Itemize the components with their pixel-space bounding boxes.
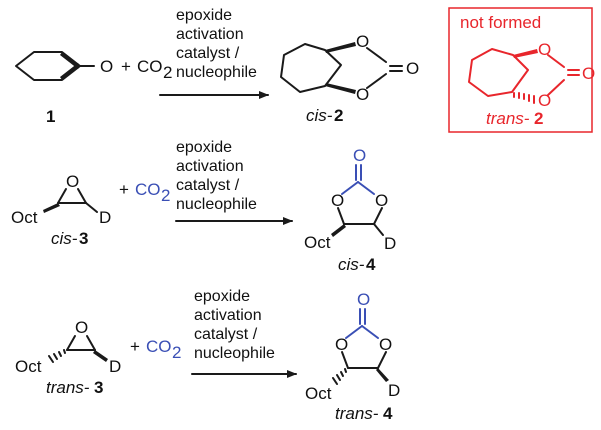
- co2-subscript: 2: [161, 186, 170, 205]
- carbonyl-oxygen: O: [353, 146, 366, 165]
- ring-oxygen-left: O: [335, 335, 348, 354]
- conditions-row1: epoxide activation catalyst / nucleophil…: [176, 7, 257, 81]
- condition-epoxide: epoxide: [176, 7, 232, 24]
- compound-1-label: 1: [46, 107, 55, 126]
- ring-oxygen-right: O: [375, 191, 388, 210]
- trans-3-structure: O Oct D: [15, 318, 121, 376]
- conditions-row2: epoxide activation catalyst / nucleophil…: [176, 139, 257, 213]
- svg-text:cis-: cis-: [306, 106, 333, 125]
- svg-text:2: 2: [334, 106, 343, 125]
- condition-catalyst: catalyst /: [176, 45, 240, 62]
- trans-4-label: trans- 4: [335, 404, 393, 423]
- svg-text:trans-: trans-: [335, 404, 379, 423]
- svg-text:catalyst /: catalyst /: [176, 177, 240, 194]
- svg-text:activation: activation: [176, 158, 244, 175]
- ring-oxygen-top: O: [538, 40, 551, 59]
- wedge-bond: [331, 224, 346, 237]
- cis-4-label: cis- 4: [338, 255, 376, 274]
- svg-text:3: 3: [79, 229, 88, 248]
- svg-text:3: 3: [94, 378, 103, 397]
- deuterium-label: D: [109, 357, 121, 376]
- trans-4-structure: O O O Oct D: [305, 290, 400, 403]
- co2-text: CO: [146, 337, 172, 356]
- wedge-bond: [376, 368, 389, 382]
- ring-oxygen-left: O: [331, 191, 344, 210]
- octyl-label: Oct: [11, 208, 38, 227]
- plus-sign: +: [121, 57, 131, 76]
- svg-text:trans-: trans-: [46, 378, 90, 397]
- cis-2-structure: O O O: [280, 32, 419, 104]
- co2-subscript: 2: [172, 343, 181, 362]
- svg-text:catalyst /: catalyst /: [194, 326, 258, 343]
- epoxide-oxygen-label: O: [100, 57, 113, 76]
- wedge-bond: [325, 83, 356, 94]
- co2-subscript: 2: [163, 63, 172, 82]
- carbonyl-oxygen: O: [582, 64, 595, 83]
- octyl-label: Oct: [305, 384, 332, 403]
- svg-text:2: 2: [534, 109, 543, 128]
- epoxide-oxygen-label: O: [75, 318, 88, 337]
- cis-3-structure: O Oct D: [11, 172, 111, 227]
- deuterium-label: D: [388, 381, 400, 400]
- condition-activation: activation: [176, 26, 244, 43]
- carbonyl-oxygen: O: [406, 59, 419, 78]
- cis-4-structure: O O O Oct D: [304, 146, 396, 253]
- co2-reagent-row2: + CO 2: [119, 180, 170, 205]
- trans-2-structure: O O O: [468, 40, 595, 110]
- svg-text:trans-: trans-: [486, 109, 530, 128]
- not-formed-box: [448, 7, 593, 133]
- hashed-bond: [513, 92, 535, 104]
- not-formed-title: not formed: [460, 13, 541, 32]
- deuterium-label: D: [384, 234, 396, 253]
- ring-oxygen-right: O: [379, 335, 392, 354]
- carbonyl-oxygen: O: [357, 290, 370, 309]
- svg-text:nucleophile: nucleophile: [176, 196, 257, 213]
- svg-text:4: 4: [366, 255, 376, 274]
- cis-3-label: cis- 3: [51, 229, 88, 248]
- svg-text:activation: activation: [194, 307, 262, 324]
- ring-oxygen-top: O: [356, 32, 369, 51]
- ring-oxygen-bottom: O: [356, 85, 369, 104]
- co2-text: CO: [137, 57, 163, 76]
- condition-nucleophile: nucleophile: [176, 64, 257, 81]
- svg-text:epoxide: epoxide: [194, 288, 250, 305]
- octyl-label: Oct: [304, 233, 331, 252]
- svg-text:+: +: [130, 337, 140, 356]
- wedge-bond: [513, 49, 538, 58]
- svg-text:nucleophile: nucleophile: [194, 345, 275, 362]
- co2-reagent-row1: + CO 2: [121, 57, 172, 82]
- octyl-label: Oct: [15, 357, 42, 376]
- trans-3-label: trans- 3: [46, 378, 103, 397]
- svg-text:+: +: [119, 180, 129, 199]
- svg-text:cis-: cis-: [51, 229, 78, 248]
- cyclohexene-oxide: O: [15, 51, 113, 81]
- deuterium-label: D: [99, 208, 111, 227]
- hashed-bond: [332, 368, 347, 385]
- conditions-row3: epoxide activation catalyst / nucleophil…: [194, 288, 275, 362]
- co2-text: CO: [135, 180, 161, 199]
- trans-2-label: trans- 2: [486, 109, 543, 128]
- wedge-bond: [93, 350, 108, 362]
- epoxide-oxygen-label: O: [66, 172, 79, 191]
- wedge-bond: [60, 63, 80, 80]
- hashed-bond: [48, 349, 66, 363]
- wedge-bond: [325, 42, 356, 53]
- svg-text:4: 4: [383, 404, 393, 423]
- wedge-bond: [43, 203, 60, 213]
- wedge-bond: [60, 52, 80, 69]
- ring-oxygen-bottom: O: [538, 91, 551, 110]
- svg-text:epoxide: epoxide: [176, 139, 232, 156]
- svg-text:cis-: cis-: [338, 255, 365, 274]
- cis-2-label: cis- 2: [306, 106, 343, 125]
- co2-reagent-row3: + CO 2: [130, 337, 181, 362]
